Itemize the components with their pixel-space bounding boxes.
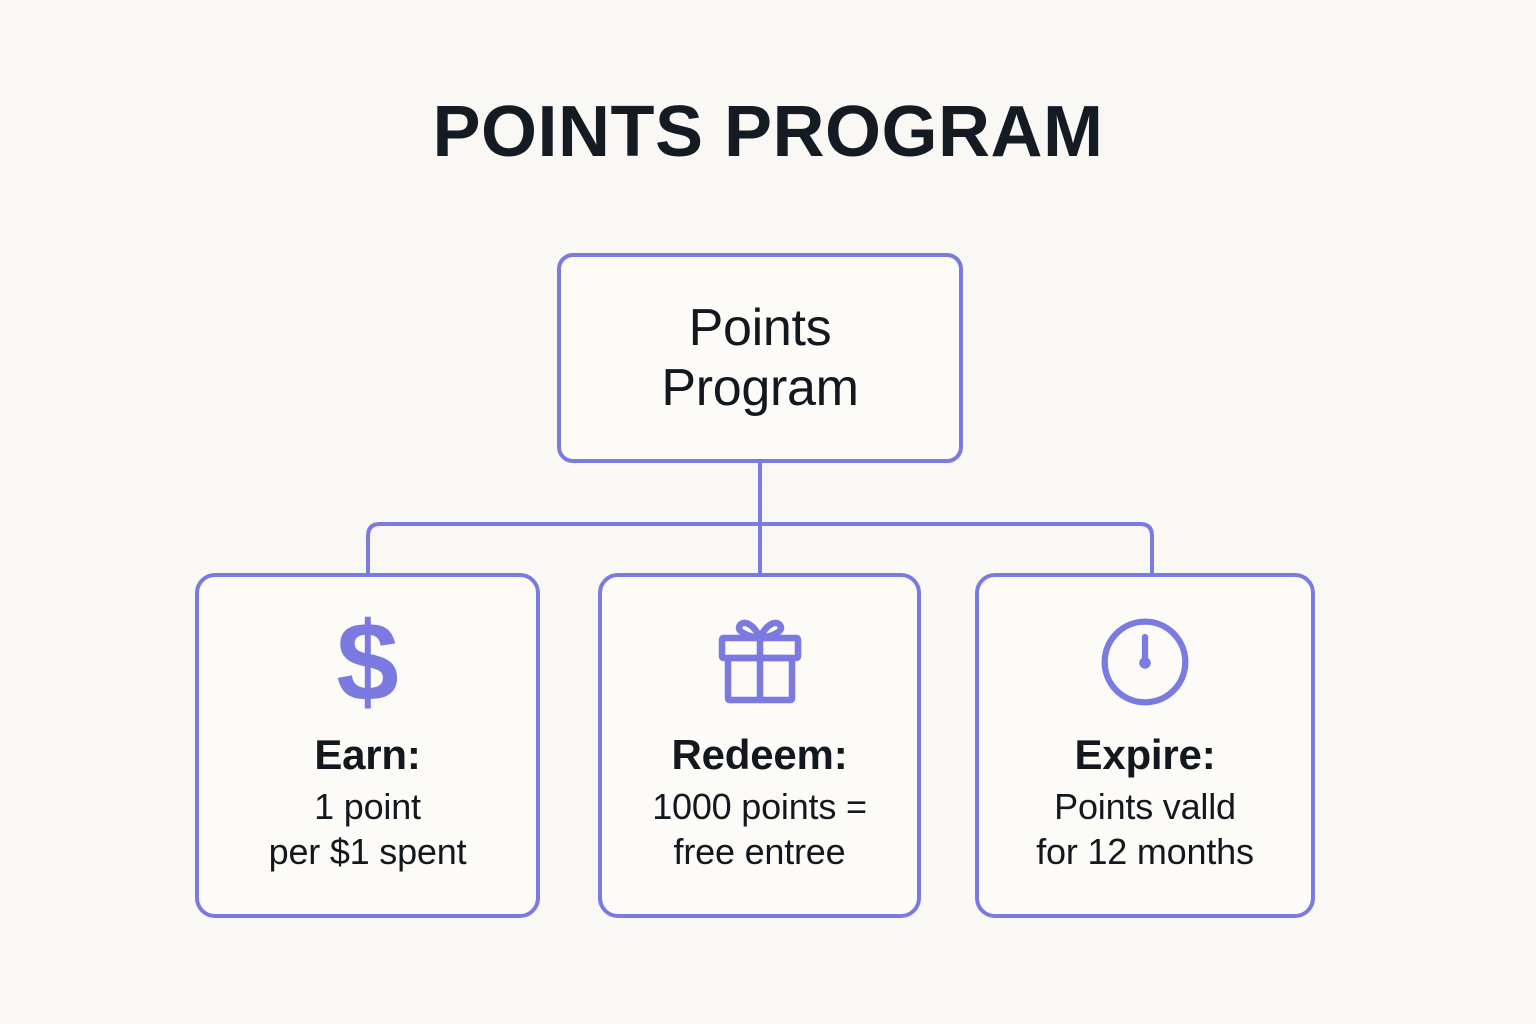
dollar-sign-glyph: $ (336, 599, 399, 725)
card-earn-body: 1 point per $1 spent (269, 785, 467, 874)
root-node-line-2: Program (661, 359, 859, 417)
root-node-points-program[interactable]: Points Program (557, 253, 963, 463)
card-expire-heading: Expire: (1074, 731, 1216, 778)
card-earn[interactable]: $ Earn: 1 point per $1 spent (195, 573, 540, 918)
card-earn-body-line-2: per $1 spent (268, 830, 467, 872)
card-redeem-body-line-1: 1000 points = (652, 786, 867, 828)
card-expire-body: Points valld for 12 months (1036, 785, 1254, 874)
card-expire-body-line-1: Points valld (1054, 786, 1236, 828)
card-redeem-body-line-2: free entree (673, 830, 846, 872)
card-expire-body-line-2: for 12 months (1036, 830, 1254, 872)
page-title: POINTS PROGRAM (432, 92, 1104, 172)
connector-bus (366, 522, 1154, 573)
card-redeem-body: 1000 points = free entree (652, 785, 867, 874)
clock-icon (1097, 609, 1193, 715)
card-redeem[interactable]: Redeem: 1000 points = free entree (598, 573, 921, 918)
card-redeem-heading: Redeem: (671, 731, 848, 778)
card-expire[interactable]: Expire: Points valld for 12 months (975, 573, 1315, 918)
root-node-line-1: Points (688, 298, 832, 357)
dollar-sign-icon: $ (336, 599, 399, 725)
card-earn-body-line-1: 1 point (314, 786, 421, 828)
gift-box-icon (710, 609, 810, 715)
card-earn-heading: Earn: (314, 731, 421, 778)
